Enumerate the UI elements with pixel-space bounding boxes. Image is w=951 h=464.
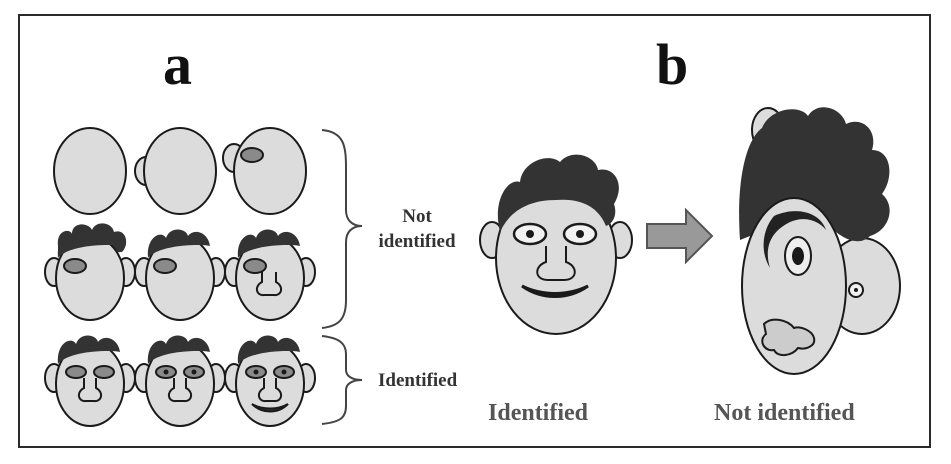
face-a2-with-ear <box>134 127 217 215</box>
face-identified <box>479 154 633 335</box>
label-not-line1: Not <box>402 206 432 227</box>
label-not-identified-bracket: Not identified <box>362 205 472 254</box>
panel-b-letter: b <box>656 32 689 97</box>
caption-identified: Identified <box>488 400 589 426</box>
face-a1-plain <box>53 127 127 215</box>
face-b1-hair-ears-eye <box>44 223 136 321</box>
face-b2-hair-ears-eye <box>134 229 226 321</box>
face-b3-hair-ears-eye-nose <box>224 229 316 321</box>
label-identified-line2: identified <box>378 230 456 252</box>
face-a3-ear-eye <box>222 127 307 215</box>
face-c2-eyes-pupils-nose <box>134 335 226 427</box>
figure-frame <box>18 14 931 448</box>
bracket-identified <box>321 335 363 425</box>
face-c1-eyes-nose <box>44 335 136 427</box>
caption-not-identified: Not identified <box>714 400 855 426</box>
bracket-not-identified <box>321 129 363 329</box>
face-not-identified <box>739 107 901 375</box>
face-c3-full-face <box>224 335 316 427</box>
transform-arrow <box>646 207 714 265</box>
panel-a-letter: a <box>163 32 192 97</box>
label-identified-bracket: Identified <box>378 370 458 391</box>
